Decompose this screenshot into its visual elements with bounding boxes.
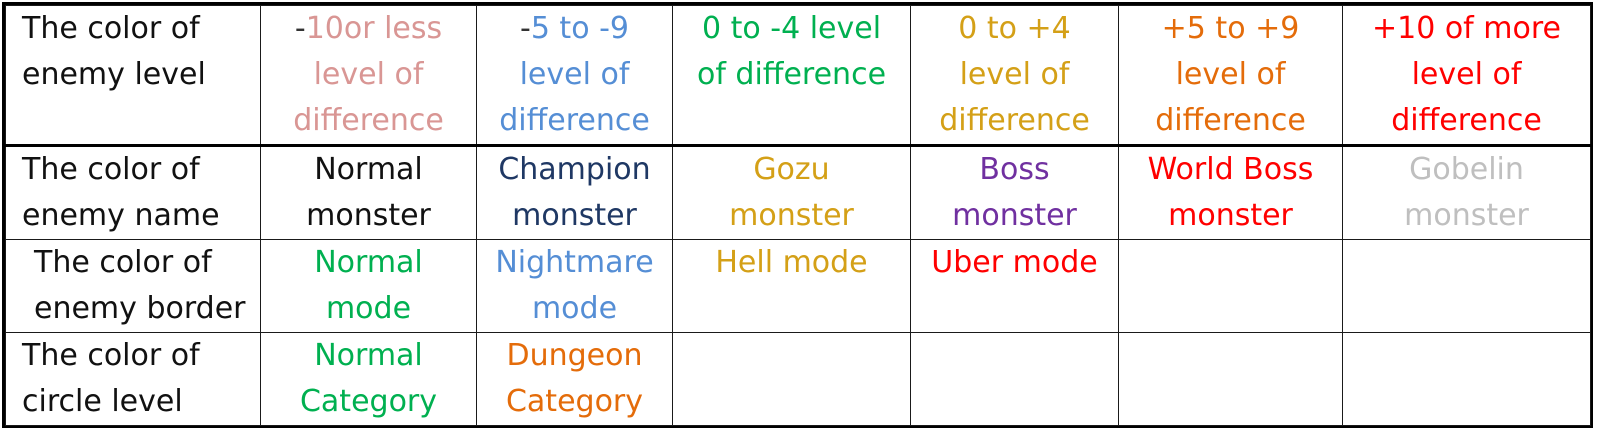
color-legend-table: The color of enemy level -10or less leve…	[5, 5, 1591, 426]
cell-empty	[1118, 332, 1343, 426]
cell-gobelin-monster: Gobelin monster	[1342, 145, 1591, 240]
row-header-line: circle level	[22, 384, 183, 419]
cell-line: monster	[512, 198, 637, 233]
cell-empty	[1342, 239, 1591, 333]
cell-line: 0 to +4	[958, 11, 1071, 46]
cell-line-rest: 5 to -9	[530, 11, 630, 46]
cell-line: difference	[499, 103, 650, 138]
cell-line: 0 to -4 level	[701, 11, 882, 46]
cell-line: Hell mode	[715, 245, 868, 280]
cell-line: level of	[519, 57, 630, 92]
row-header-line: The color of	[34, 245, 212, 280]
cell-level-0-to-minus-4: 0 to -4 level of difference	[672, 5, 911, 147]
cell-line: level of	[959, 57, 1070, 92]
row-header-line: The color of	[22, 152, 200, 187]
table-row-circle-level: The color of circle level Normal Categor…	[5, 332, 1591, 426]
cell-line: difference	[1391, 103, 1542, 138]
cell-line: monster	[952, 198, 1077, 233]
row-header-line: enemy name	[22, 198, 220, 233]
cell-line: Category	[505, 384, 644, 419]
cell-gozu-monster: Gozu monster	[672, 145, 911, 240]
cell-line: difference	[939, 103, 1090, 138]
table-row-enemy-level: The color of enemy level -10or less leve…	[5, 5, 1591, 147]
cell-line: monster	[1168, 198, 1293, 233]
cell-normal-monster: Normal monster	[260, 145, 477, 240]
cell-line: monster	[729, 198, 854, 233]
cell-line: Boss	[979, 152, 1050, 187]
minus-sign: -	[294, 11, 306, 46]
row-header-line: enemy border	[34, 291, 246, 326]
cell-line: Normal	[314, 245, 423, 280]
table-row-enemy-name: The color of enemy name Normal monster C…	[5, 145, 1591, 240]
cell-line: -10or less	[265, 7, 472, 53]
cell-hell-mode: Hell mode	[672, 239, 911, 333]
cell-line: mode	[531, 291, 618, 326]
cell-line: Nightmare	[495, 245, 654, 280]
cell-line: level of	[1175, 57, 1286, 92]
cell-line: level of	[313, 57, 424, 92]
cell-level-plus-10: +10 of more level of difference	[1342, 5, 1591, 147]
cell-empty	[1118, 239, 1343, 333]
cell-line: World Boss	[1147, 152, 1314, 187]
cell-line: +5 to +9	[1161, 11, 1300, 46]
row-header-line: enemy level	[22, 57, 206, 92]
cell-line: monster	[1404, 198, 1529, 233]
cell-normal-mode: Normal mode	[260, 239, 477, 333]
cell-uber-mode: Uber mode	[910, 239, 1119, 333]
cell-line: mode	[325, 291, 412, 326]
cell-line: +10 of more	[1371, 11, 1561, 46]
cell-line: of difference	[696, 57, 887, 92]
cell-empty	[1342, 332, 1591, 426]
table-row-enemy-border: The color of enemy border Normal mode Ni…	[5, 239, 1591, 333]
cell-dungeon-category: Dungeon Category	[476, 332, 673, 426]
cell-level-minus-10: -10or less level of difference	[260, 5, 477, 147]
row-header-line: The color of	[22, 11, 200, 46]
row-header-line: The color of	[22, 338, 200, 373]
cell-empty	[910, 332, 1119, 426]
cell-level-minus-5-to-9: -5 to -9 level of difference	[476, 5, 673, 147]
cell-empty	[672, 332, 911, 426]
cell-champion-monster: Champion monster	[476, 145, 673, 240]
cell-level-0-to-plus-4: 0 to +4 level of difference	[910, 5, 1119, 147]
row-header-circle-level: The color of circle level	[5, 332, 261, 426]
row-header-enemy-name: The color of enemy name	[5, 145, 261, 240]
cell-line: Dungeon	[506, 338, 643, 373]
cell-nightmare-mode: Nightmare mode	[476, 239, 673, 333]
cell-line: Champion	[498, 152, 651, 187]
cell-world-boss-monster: World Boss monster	[1118, 145, 1343, 240]
row-header-enemy-level: The color of enemy level	[5, 5, 261, 147]
minus-sign: -	[519, 11, 531, 46]
cell-level-plus-5-to-9: +5 to +9 level of difference	[1118, 5, 1343, 147]
cell-line: Gozu	[753, 152, 830, 187]
cell-line: difference	[1155, 103, 1306, 138]
cell-boss-monster: Boss monster	[910, 145, 1119, 240]
cell-line: level of	[1411, 57, 1522, 92]
cell-line: -5 to -9	[481, 7, 668, 53]
cell-line: Uber mode	[931, 245, 1098, 280]
cell-normal-category: Normal Category	[260, 332, 477, 426]
row-header-enemy-border: The color of enemy border	[5, 239, 261, 333]
cell-line: difference	[293, 103, 444, 138]
cell-line: Normal	[314, 338, 423, 373]
cell-line: Normal	[314, 152, 423, 187]
cell-line-rest: 10or less	[305, 11, 443, 46]
cell-line: Gobelin	[1409, 152, 1524, 187]
cell-line: monster	[306, 198, 431, 233]
cell-line: Category	[299, 384, 438, 419]
